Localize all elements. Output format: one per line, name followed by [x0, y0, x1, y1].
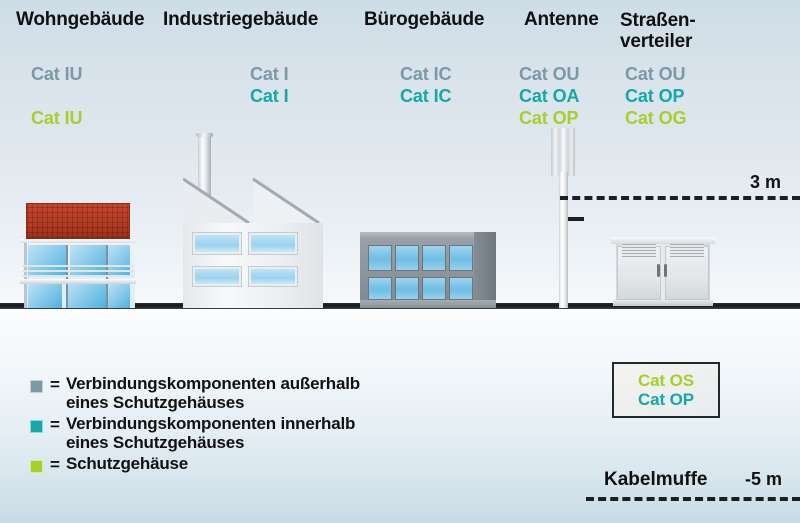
- column-title-antenne: Antenne: [524, 9, 599, 30]
- office-basement-band: [360, 300, 496, 308]
- legend-text-outside-enclosure: Verbindungskomponenten außerhalb eines S…: [66, 374, 360, 412]
- cat-label: Cat I: [250, 86, 289, 106]
- house-balcony-railing: [22, 265, 134, 280]
- building-wohngebaeude: [8, 203, 136, 308]
- cat-label: Cat OA: [519, 86, 580, 106]
- legend-line1: Verbindungskomponenten innerhalb: [65, 414, 356, 433]
- cabinet-handle-left: [657, 264, 660, 277]
- legend-text-inside-enclosure: Verbindungskomponenten innerhalb eines S…: [66, 414, 355, 452]
- legend-line2: eines Schutzgehäuses: [65, 433, 245, 452]
- legend-line1: Verbindungskomponenten außerhalb: [65, 374, 360, 393]
- legend-item-inside-enclosure: = Verbindungskomponenten innerhalb eines…: [30, 414, 360, 452]
- office-window: [368, 245, 392, 271]
- legend-swatch-lime-icon: [30, 460, 43, 473]
- cat-stack-strassenverteiler: Cat OU Cat OP Cat OG: [625, 63, 687, 129]
- railing-bar: [22, 270, 134, 272]
- antenna-mast: [545, 128, 585, 308]
- cat-label: Cat OU: [625, 64, 686, 84]
- house-window: [66, 283, 106, 308]
- height-3m-label: 3 m: [750, 172, 782, 192]
- railing-bar: [22, 275, 134, 277]
- column-title-strassenverteiler-line1: Straßen-: [620, 10, 696, 31]
- cat-label: Cat OS: [637, 371, 695, 390]
- column-title-strassenverteiler: Straßen- verteiler: [620, 10, 730, 52]
- house-roof: [26, 203, 130, 239]
- legend-equals-sign: =: [50, 455, 60, 474]
- kabelmuffe-label: Kabelmuffe: [604, 469, 708, 490]
- cabinet-vent-left: [622, 244, 656, 257]
- legend-swatch-teal-icon: [30, 420, 43, 433]
- cat-label: Cat OU: [519, 64, 580, 84]
- office-window: [449, 245, 473, 271]
- antenna-array-icon: [551, 128, 575, 176]
- cabinet-base: [613, 300, 713, 306]
- column-title-strassenverteiler-line2: verteiler: [620, 31, 693, 52]
- height-3m-dashed-line: [560, 196, 800, 200]
- house-eave: [20, 239, 136, 243]
- office-window: [368, 277, 392, 300]
- cat-label: Cat IU: [31, 108, 83, 128]
- office-window: [422, 277, 446, 300]
- cat-label: Cat OP: [625, 86, 685, 106]
- cabinet-vent-right: [670, 244, 704, 257]
- factory-window: [193, 233, 241, 254]
- factory-window: [249, 233, 297, 254]
- factory-chimney-cap: [196, 133, 213, 137]
- cat-label: Cat OP: [637, 390, 695, 409]
- cat-stack-antenne: Cat OU Cat OA Cat OP: [519, 63, 580, 129]
- cat-label: Cat IC: [400, 86, 452, 106]
- house-window: [108, 283, 130, 308]
- cat-label: Cat IU: [31, 64, 83, 84]
- house-window: [28, 283, 62, 308]
- legend-line2: eines Schutzgehäuses: [65, 393, 245, 412]
- railing-bar: [22, 265, 134, 267]
- antenna-bracket: [568, 217, 584, 221]
- cabinet-handle-right: [664, 264, 667, 277]
- building-industriegebaeude: [163, 133, 328, 308]
- cabinet-roof: [611, 237, 715, 244]
- antenna-pole: [559, 172, 568, 308]
- office-window: [395, 277, 419, 300]
- cat-stack-industriegebaeude: Cat I Cat I: [250, 63, 289, 107]
- office-side-column: [474, 232, 496, 308]
- column-title-wohngebaeude: Wohngebäude: [16, 9, 145, 30]
- cat-label: Cat I: [250, 64, 289, 84]
- building-buerogebaeude: [360, 232, 496, 308]
- building-strassenverteiler: [611, 237, 715, 308]
- office-window: [422, 245, 446, 271]
- cat-stack-buerogebaeude: Cat IC Cat IC: [400, 63, 452, 107]
- legend-item-enclosure: = Schutzgehäuse: [30, 454, 360, 475]
- house-balcony-slab: [20, 279, 136, 284]
- cable-joint-box: Cat OS Cat OP: [612, 362, 720, 418]
- cat-label: Cat OP: [519, 108, 579, 128]
- office-roof-band: [360, 232, 496, 239]
- cat-label: Cat IC: [400, 64, 452, 84]
- depth-5m-dashed-line: [586, 497, 800, 501]
- legend-item-outside-enclosure: = Verbindungskomponenten außerhalb eines…: [30, 374, 360, 412]
- column-title-buerogebaeude: Bürogebäude: [364, 9, 485, 30]
- cat-label: Cat OG: [625, 108, 687, 128]
- legend-equals-sign: =: [50, 415, 60, 434]
- column-title-industriegebaeude: Industriegebäude: [163, 9, 319, 30]
- legend-text-enclosure: Schutzgehäuse: [66, 454, 188, 473]
- legend-line1: Schutzgehäuse: [65, 454, 189, 473]
- factory-window: [249, 267, 297, 286]
- legend: = Verbindungskomponenten außerhalb eines…: [30, 374, 360, 477]
- legend-equals-sign: =: [50, 375, 60, 394]
- cat-stack-wohngebaeude: Cat IU Cat IU: [31, 63, 83, 129]
- office-window: [395, 245, 419, 271]
- house-window: [108, 245, 130, 277]
- office-window: [449, 277, 473, 300]
- factory-window: [193, 267, 241, 286]
- legend-swatch-grey-icon: [30, 380, 43, 393]
- depth-5m-label: -5 m: [745, 469, 783, 489]
